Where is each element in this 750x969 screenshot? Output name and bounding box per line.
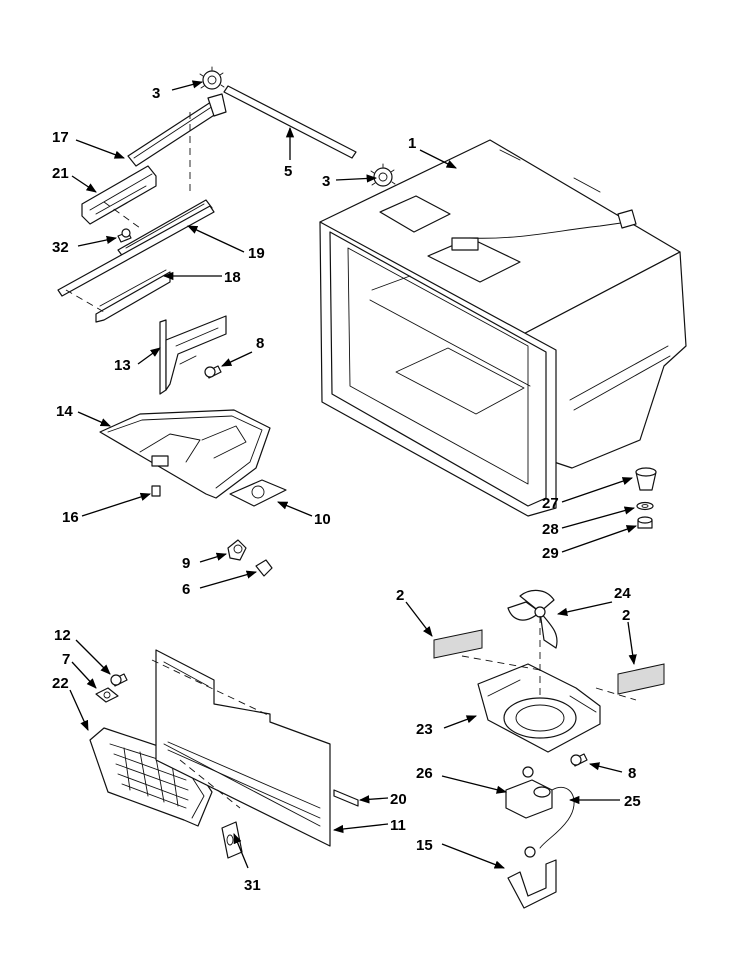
label-2-right: 2 (622, 607, 630, 624)
label-8-lower: 8 (628, 765, 636, 782)
label-17: 17 (52, 129, 69, 146)
grille-22 (89, 727, 213, 827)
cap-6 (255, 559, 273, 577)
label-22: 22 (52, 675, 69, 692)
harness-25 (539, 786, 575, 849)
label-9: 9 (182, 555, 190, 572)
label-5: 5 (284, 163, 292, 180)
gear-lower (370, 163, 396, 187)
clip-16 (151, 485, 161, 497)
label-23: 23 (416, 721, 433, 738)
label-14: 14 (56, 403, 73, 420)
label-20: 20 (390, 791, 407, 808)
knob-9 (227, 539, 247, 561)
screw-8-lower (570, 753, 588, 767)
bracket-13 (159, 315, 227, 395)
label-16: 16 (62, 509, 79, 526)
label-24: 24 (614, 585, 631, 602)
freezer-liner (319, 139, 687, 517)
bracket-15 (507, 846, 557, 909)
label-8-upper: 8 (256, 335, 264, 352)
label-1: 1 (408, 135, 416, 152)
label-13: 13 (114, 357, 131, 374)
label-11: 11 (390, 817, 406, 834)
label-31: 31 (244, 877, 261, 894)
label-10: 10 (314, 511, 331, 528)
rail-18 (95, 269, 171, 323)
fan-shroud-23 (477, 663, 601, 753)
label-3-upper: 3 (152, 85, 160, 102)
fan-blade-24 (507, 589, 558, 649)
label-32: 32 (52, 239, 69, 256)
pad-2-left (433, 629, 483, 659)
rail-21 (81, 165, 157, 225)
gear-upper (199, 66, 225, 90)
label-6: 6 (182, 581, 190, 598)
bumper-27 (635, 467, 657, 491)
part-labels: 3 17 21 32 19 18 5 3 1 13 8 14 16 10 9 6… (52, 85, 641, 894)
nut-7 (95, 687, 119, 703)
label-21: 21 (52, 165, 69, 182)
screw-12 (110, 673, 128, 687)
label-18: 18 (224, 269, 241, 286)
label-7: 7 (62, 651, 70, 668)
label-19: 19 (248, 245, 265, 262)
label-26: 26 (416, 765, 433, 782)
label-28: 28 (542, 521, 559, 538)
panel-11 (155, 649, 331, 847)
label-25: 25 (624, 793, 641, 810)
label-27: 27 (542, 495, 559, 512)
label-10 (229, 479, 287, 507)
pad-2-right (617, 663, 665, 695)
screw-32 (117, 228, 132, 243)
leader-lines (69, 80, 637, 869)
label-12: 12 (54, 627, 71, 644)
washer-28 (636, 501, 654, 511)
bracket-20 (333, 789, 359, 807)
rail-17 (127, 93, 227, 167)
label-2-left: 2 (396, 587, 404, 604)
rod (223, 85, 357, 159)
label-3-lower: 3 (322, 173, 330, 190)
long-slide (57, 205, 215, 297)
label-15: 15 (416, 837, 433, 854)
screw-8-upper (204, 365, 222, 379)
label-29: 29 (542, 545, 559, 562)
cap-29 (637, 516, 653, 529)
slide-14 (99, 409, 271, 499)
motor-26 (505, 766, 553, 819)
handle-31 (221, 821, 243, 859)
